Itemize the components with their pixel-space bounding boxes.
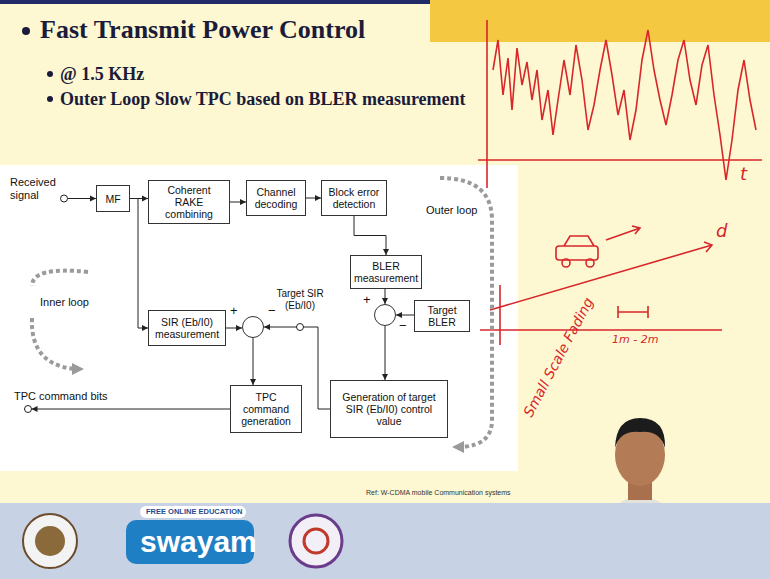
box-text: Target BLER (418, 304, 466, 328)
handwritten-note: Small Scale Fading (520, 295, 597, 420)
box-text: Block error detection (325, 186, 383, 210)
motion-arrow (606, 226, 640, 240)
signal-connector (226, 325, 242, 331)
signal-connector (382, 326, 388, 380)
box-text: Channel decoding (250, 186, 302, 210)
summing-junction: +− (242, 316, 264, 338)
handwritten-note: 1m - 2m (612, 333, 658, 346)
terminal-circle (25, 406, 32, 413)
junction-sign: − (268, 304, 276, 317)
nptel-logo (290, 515, 342, 567)
signal-name: Target SIR (Eb/I0) (268, 288, 332, 312)
connector-line (130, 199, 148, 329)
arrowhead (32, 406, 38, 412)
logo-tagline: FREE ONLINE EDUCATION (146, 507, 243, 516)
terminal-circle (61, 195, 68, 202)
bullet-dot (47, 96, 53, 102)
axis-line (486, 20, 488, 188)
process-box: TPC command generation (230, 385, 302, 433)
loop-arrowhead (72, 363, 84, 375)
arrowhead (264, 324, 270, 330)
signal-name: TPC command bits (14, 390, 108, 403)
fading-sketch (478, 20, 762, 345)
process-box: Target BLER (414, 300, 470, 332)
process-box: MF (96, 185, 130, 212)
junction-sign: + (363, 293, 371, 306)
arrowhead (396, 312, 402, 318)
process-box: Coherent RAKE combining (148, 180, 230, 224)
footer-bar (0, 503, 770, 579)
logo-text: swayam (140, 524, 257, 560)
diagram-panel (0, 165, 518, 471)
junction-sign: − (399, 319, 407, 332)
box-text: TPC command generation (234, 391, 298, 427)
institute-logo (35, 526, 65, 556)
handwritten-note: d (716, 220, 727, 242)
connector-line (354, 216, 386, 255)
process-box: Generation of target SIR (Eb/I0) control… (330, 380, 448, 438)
bullet-text: @ 1.5 KHz (60, 63, 144, 85)
distance-bracket (618, 306, 648, 318)
terminal-wire (32, 409, 231, 410)
signal-connector (130, 199, 148, 332)
box-text: Coherent RAKE combining (152, 184, 226, 220)
axis-line (499, 285, 501, 345)
connector-line (253, 338, 254, 385)
slide-title: Fast Transmit Power Control (40, 14, 365, 46)
car-sketch (564, 236, 594, 246)
loop-name: Inner loop (40, 296, 89, 309)
signal-name: Received signal (10, 176, 58, 202)
box-text: BLER measurement (354, 260, 418, 284)
top-band (430, 0, 770, 42)
terminal-circle (297, 324, 304, 331)
nptel-logo (304, 529, 328, 553)
process-box: Channel decoding (246, 180, 306, 216)
process-box: BLER measurement (350, 255, 422, 289)
axis-line (478, 159, 762, 161)
reference-note: Ref: W-CDMA mobile Communication systems (366, 489, 511, 497)
handwritten-note: t (740, 163, 747, 185)
bullet-text: Outer Loop Slow TPC based on BLER measur… (60, 88, 466, 110)
box-text: SIR (Eb/I0) measurement (152, 316, 222, 340)
box-text: MF (105, 193, 120, 205)
box-text: Generation of target SIR (Eb/I0) control… (334, 391, 444, 427)
institute-logo (23, 514, 77, 568)
loop-name: Outer loop (426, 204, 477, 217)
summing-junction: +− (374, 304, 396, 326)
signal-connector (230, 199, 246, 205)
process-box: Block error detection (321, 180, 387, 216)
top-rule (0, 0, 430, 4)
car-wheel (586, 259, 594, 267)
car-sketch (556, 246, 598, 260)
bullet-dot (22, 27, 30, 35)
axis-line (480, 329, 722, 331)
bullet-dot (47, 71, 53, 77)
junction-sign: + (230, 304, 238, 317)
signal-connector (250, 338, 256, 385)
connector-line (385, 326, 386, 380)
signal-connector (306, 195, 321, 201)
signal-connector (396, 312, 414, 318)
car-wheel (562, 259, 570, 267)
loop-arrowhead (452, 441, 464, 453)
process-box: SIR (Eb/I0) measurement (148, 310, 226, 346)
signal-connector (382, 289, 388, 304)
tagline-pill (140, 506, 246, 518)
loop-arc (32, 178, 492, 447)
signal-connector (354, 216, 389, 255)
